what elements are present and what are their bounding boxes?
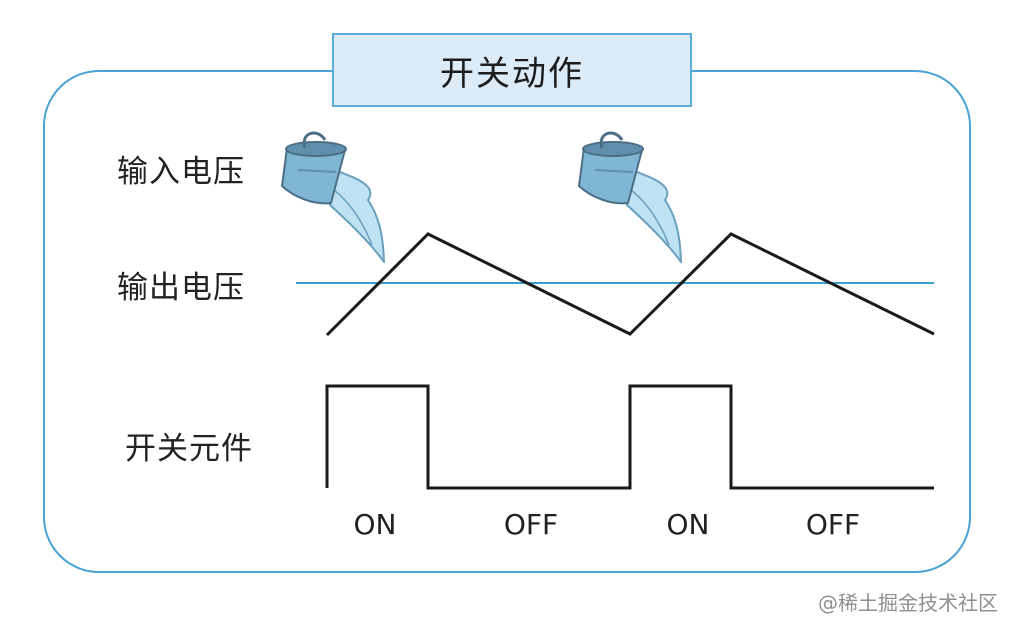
- bucket-pouring-icon: [578, 131, 682, 263]
- state-label-on: ON: [666, 508, 710, 541]
- bucket-pouring-icon: [281, 131, 385, 263]
- sawtooth-waveform: [325, 232, 935, 337]
- state-label-off: OFF: [805, 508, 861, 541]
- watermark: @稀土掘金技术社区: [818, 591, 998, 615]
- diagram-title: 开关动作: [332, 33, 692, 107]
- switch-element-label: 开关元件: [125, 431, 253, 467]
- state-label-off: OFF: [503, 508, 559, 541]
- input-voltage-label: 输入电压: [117, 154, 245, 190]
- switch-pulse-waveform: [325, 384, 934, 490]
- state-label-on: ON: [353, 508, 397, 541]
- output-voltage-label: 输出电压: [117, 270, 245, 306]
